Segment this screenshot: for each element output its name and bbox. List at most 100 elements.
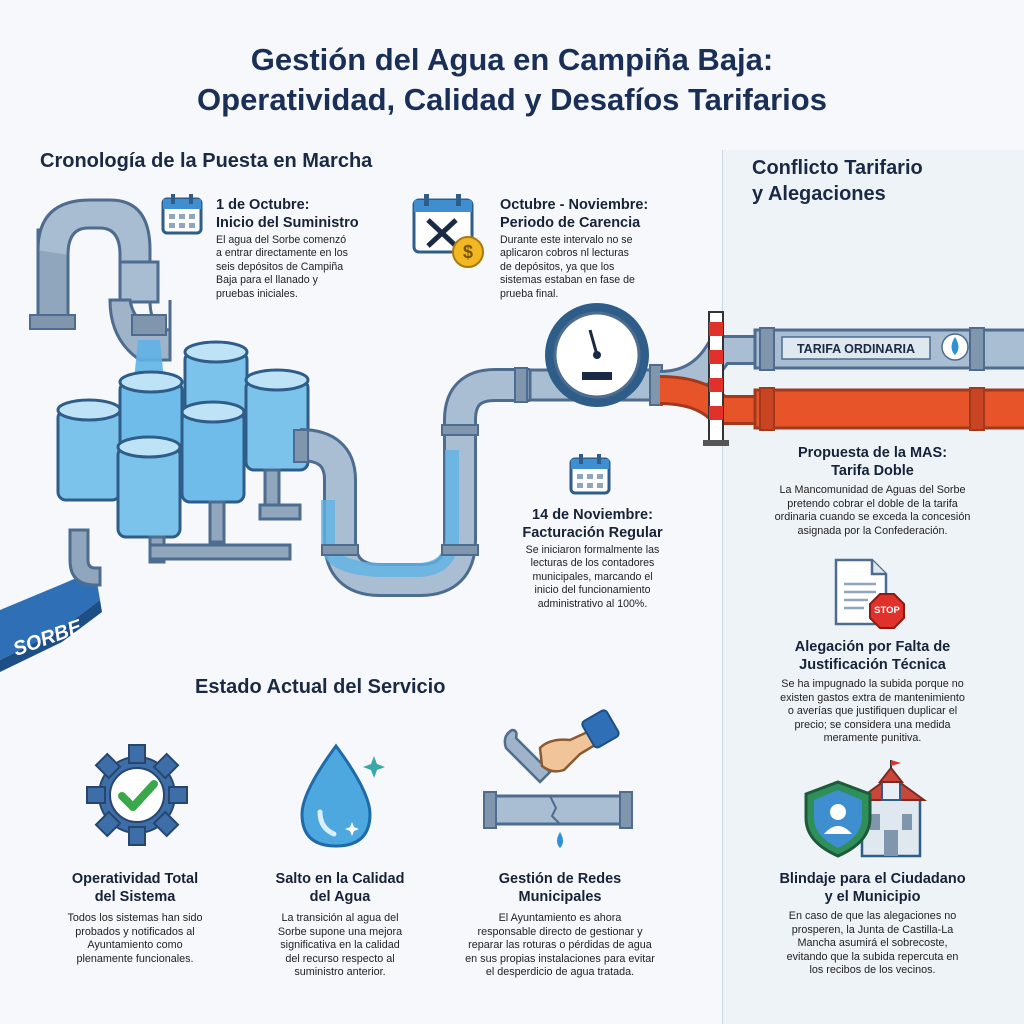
event-nov14-title-1: 14 de Noviembre:: [532, 507, 653, 523]
desc-line: evitando que la subida repercuta en: [786, 950, 959, 963]
desc-line: suministro anterior.: [294, 966, 386, 979]
tariff-item-alegacion: Alegación por Falta de Justificación Téc…: [735, 638, 1010, 746]
status-item-desc: Todos los sistemas han sido probados y n…: [30, 912, 240, 966]
desc-line: del recurso respecto al: [285, 952, 395, 965]
event-desc-line: Durante este intervalo no se: [500, 234, 633, 246]
tariff-item-mas: Propuesta de la MAS: Tarifa Doble La Man…: [735, 444, 1010, 538]
page-title: Gestión del Agua en Campiña Baja: Operat…: [0, 40, 1024, 120]
event-desc-line: seis depósitos de Campiña: [216, 260, 344, 273]
desc-line: probados y notificados al: [75, 925, 195, 938]
event-carencia: Octubre - Noviembre: Periodo de Carencia…: [500, 196, 700, 301]
status-item-title: del Sistema: [94, 889, 176, 905]
tariff-heading-line-1: Conflicto Tarifario: [752, 157, 923, 179]
event-desc-line: El agua del Sorbe comenzó: [216, 234, 347, 246]
gear-check-icon: [82, 740, 192, 850]
event-oct1-title-1: 1 de Octubre:: [216, 197, 310, 213]
desc-line: La transición al agua del: [281, 912, 399, 924]
event-desc-line: municipales, marcando el: [532, 570, 653, 583]
event-desc-line: pruebas iniciales.: [216, 287, 298, 300]
desc-line: responsable directo de gestionar y: [477, 925, 643, 938]
event-oct1-desc: El agua del Sorbe comenzó a entrar direc…: [216, 234, 406, 301]
tariff-item-title: Alegación por Falta de: [794, 639, 951, 655]
inlet-arch: [29, 198, 172, 400]
desc-line: Ayuntamiento como: [87, 939, 183, 952]
tariff-item-title: Justificación Técnica: [799, 657, 946, 673]
event-nov14-title-2: Facturación Regular: [522, 525, 663, 541]
desc-line: existen gastos extra de mantenimiento: [780, 691, 965, 704]
tariff-item-title: Propuesta de la MAS:: [797, 445, 948, 461]
event-carencia-desc: Durante este intervalo no se aplicaron c…: [500, 234, 700, 301]
event-desc-line: Se iniciaron formalmente las: [525, 544, 660, 556]
tarifa-ordinaria-label: TARIFA ORDINARIA: [797, 342, 915, 356]
status-item-title: Gestión de Redes: [498, 871, 622, 887]
event-nov14-desc: Se iniciaron formalmente las lecturas de…: [500, 544, 685, 611]
status-item-title: Municipales: [518, 889, 602, 905]
tariff-item-title: y el Municipio: [824, 889, 921, 905]
event-desc-line: inicio del funcionamiento: [534, 584, 651, 597]
event-desc-line: de depósitos, ya que los: [500, 260, 615, 273]
status-item-desc: El Ayuntamiento es ahora responsable dir…: [440, 912, 680, 980]
status-item-calidad: Salto en la Calidad del Agua La transici…: [240, 870, 440, 980]
timeline-heading: Cronología de la Puesta en Marcha: [40, 150, 373, 172]
river-sorbe: SORBE: [0, 570, 102, 672]
desc-line: o averías que justifiquen duplicar el: [787, 705, 958, 718]
status-item-title: Salto en la Calidad: [275, 871, 405, 887]
document-stop-icon: STOP: [832, 558, 912, 630]
tariff-item-desc: En caso de que las alegaciones no prospe…: [735, 910, 1010, 978]
status-item-desc: La transición al agua del Sorbe supone u…: [240, 912, 440, 980]
stop-label: STOP: [874, 605, 900, 616]
desc-line: reparar las roturas o pérdidas de agua: [468, 939, 652, 952]
tariff-heading: Conflicto Tarifario y Alegaciones: [752, 155, 923, 207]
desc-line: los recibos de los vecinos.: [809, 964, 936, 977]
event-desc-line: Baja para el llanado y: [216, 274, 318, 287]
tank-manifold: [68, 468, 302, 587]
tariff-item-desc: La Mancomunidad de Aguas del Sorbe prete…: [735, 484, 1010, 538]
desc-line: significativa en la calidad: [280, 939, 400, 952]
water-drop-icon: [290, 742, 390, 854]
status-heading: Estado Actual del Servicio: [195, 676, 446, 698]
event-oct1-title-2: Inicio del Suministro: [216, 215, 359, 231]
shield-townhall-icon: [800, 760, 930, 860]
desc-line: Todos los sistemas han sido: [67, 912, 203, 924]
tariff-item-title: Tarifa Doble: [831, 463, 914, 479]
event-desc-line: prueba final.: [500, 287, 559, 300]
tariff-pipes: TARIFA ORDINARIA: [659, 311, 1024, 446]
event-desc-line: a entrar directamente en los: [216, 247, 348, 260]
desc-line: pretendo cobrar el doble de la tarifa: [787, 497, 958, 510]
wrench-pipe-repair-icon: [480, 708, 640, 868]
desc-line: meramente punitiva.: [823, 732, 922, 745]
desc-line: en sus propias instalaciones para evitar: [465, 952, 655, 965]
event-desc-line: sistemas estaban en fase de: [500, 274, 635, 287]
calendar-no-charge-icon: $: [410, 192, 490, 272]
desc-line: Se ha impugnado la subida porque no: [781, 678, 964, 690]
desc-line: ordinaria cuando se exceda la concesión: [774, 511, 971, 524]
title-line-2: Operatividad, Calidad y Desafíos Tarifar…: [197, 82, 827, 117]
event-nov14: 14 de Noviembre: Facturación Regular Se …: [500, 506, 685, 611]
calendar-icon: [160, 192, 204, 236]
desc-line: Mancha asumirá el sobrecoste,: [797, 937, 948, 950]
event-carencia-title-2: Periodo de Carencia: [500, 215, 641, 231]
event-desc-line: administrativo al 100%.: [537, 597, 648, 610]
desc-line: prosperen, la Junta de Castilla-La: [791, 923, 954, 936]
desc-line: el desperdicio de agua tratada.: [485, 966, 635, 979]
desc-line: El Ayuntamiento es ahora: [498, 912, 622, 924]
desc-line: plenamente funcionales.: [76, 952, 194, 965]
event-desc-line: lecturas de los contadores: [530, 557, 655, 570]
tariff-item-title: Blindaje para el Ciudadano: [779, 871, 966, 887]
event-desc-line: aplicaron cobros nl lecturas: [500, 247, 629, 260]
status-item-title: Operatividad Total: [71, 871, 199, 887]
tariff-item-desc: Se ha impugnado la subida porque no exis…: [735, 678, 1010, 746]
status-item-operatividad: Operatividad Total del Sistema Todos los…: [30, 870, 240, 966]
desc-line: En caso de que las alegaciones no: [788, 910, 957, 922]
tariff-heading-line-2: y Alegaciones: [752, 183, 886, 205]
calendar-icon: [568, 452, 612, 496]
status-item-redes: Gestión de Redes Municipales El Ayuntami…: [440, 870, 680, 980]
desc-line: precio; se considera una medida: [794, 718, 951, 731]
tariff-item-blindaje: Blindaje para el Ciudadano y el Municipi…: [735, 870, 1010, 978]
event-carencia-title-1: Octubre - Noviembre:: [500, 197, 649, 213]
status-item-title: del Agua: [309, 889, 371, 905]
desc-line: La Mancomunidad de Aguas del Sorbe: [779, 484, 966, 496]
desc-line: Sorbe supone una mejora: [277, 925, 403, 938]
svg-text:$: $: [463, 242, 473, 262]
